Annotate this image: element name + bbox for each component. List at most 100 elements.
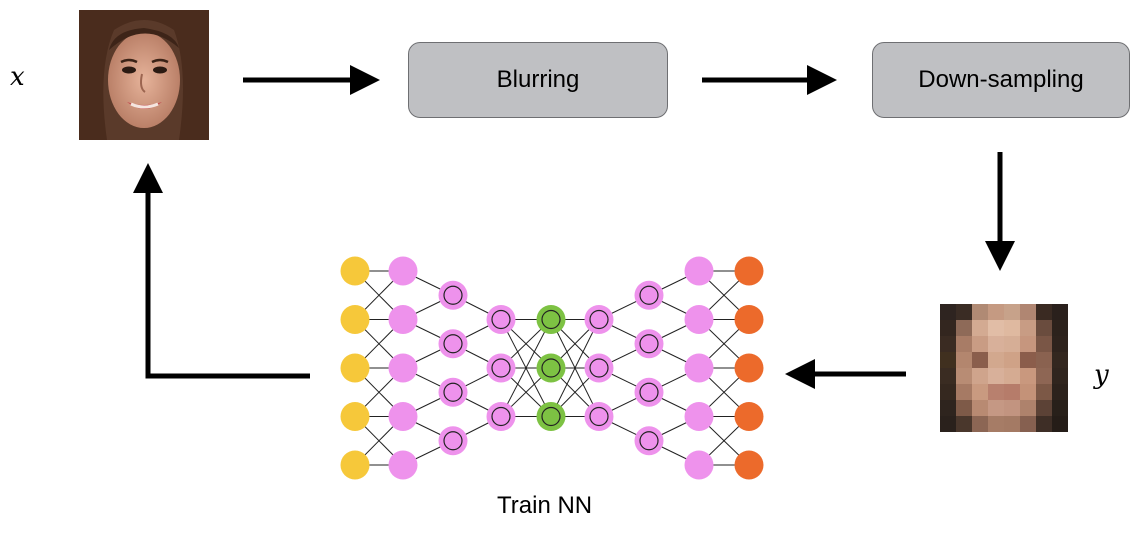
pixel-cell [1052, 304, 1068, 320]
pixel-cell [1052, 400, 1068, 416]
blurring-box: Blurring [408, 42, 668, 118]
nn-node-hidden [438, 280, 468, 310]
nn-edge [500, 319, 552, 417]
pixel-cell [1004, 400, 1020, 416]
pixel-cell [956, 384, 972, 400]
nn-node-input [340, 305, 370, 334]
pixel-cell [1052, 368, 1068, 384]
network-caption: Train NN [497, 492, 593, 519]
nn-node-input [340, 353, 370, 383]
nn-node-hidden [438, 329, 468, 359]
pixel-cell [1052, 336, 1068, 352]
pixel-cell [956, 352, 972, 368]
nn-node-hidden [634, 329, 664, 359]
nn-node-ring [443, 431, 463, 451]
pixel-cell [1052, 320, 1068, 336]
pixel-cell [988, 320, 1004, 336]
nn-node-output [734, 256, 764, 286]
pixel-cell [940, 416, 956, 432]
pixel-cell [1020, 416, 1036, 432]
nn-node-hidden [388, 402, 418, 431]
downsampling-label: Down-sampling [918, 66, 1084, 93]
pixel-cell [1036, 368, 1052, 384]
nn-edge [550, 319, 600, 417]
nn-node-ring [541, 358, 561, 378]
pixel-cell [972, 352, 988, 368]
nn-node-ring [639, 334, 659, 354]
pixel-cell [1036, 320, 1052, 336]
nn-node-hidden [584, 305, 614, 334]
nn-node-output [734, 450, 764, 480]
pixel-cell [1052, 416, 1068, 432]
nn-node-bottleneck [536, 305, 566, 334]
pixel-cell [1036, 336, 1052, 352]
pixel-cell [1020, 320, 1036, 336]
nn-node-output [734, 353, 764, 383]
nn-node-hidden [486, 353, 516, 383]
nn-node-hidden [584, 353, 614, 383]
pixel-cell [988, 336, 1004, 352]
nn-node-input [340, 256, 370, 286]
pixel-cell [956, 336, 972, 352]
pixel-cell [988, 352, 1004, 368]
pixel-cell [1020, 384, 1036, 400]
nn-node-ring [589, 358, 609, 378]
nn-node-hidden [486, 402, 516, 431]
nn-node-ring [639, 285, 659, 305]
x-label: x [10, 62, 25, 92]
pixel-cell [1036, 352, 1052, 368]
pixel-cell [1036, 400, 1052, 416]
pixel-cell [972, 368, 988, 384]
pixel-cell [972, 304, 988, 320]
pixel-cell [1036, 416, 1052, 432]
nn-node-ring [443, 285, 463, 305]
pixel-cell [988, 304, 1004, 320]
nn-node-hidden [388, 450, 418, 480]
arrow-network-to-x [133, 163, 310, 379]
nn-node-output [734, 305, 764, 334]
pixel-cell [1004, 320, 1020, 336]
pixel-cell [1004, 368, 1020, 384]
nn-node-ring [639, 382, 659, 402]
pixel-cell [1036, 304, 1052, 320]
pixel-cell [972, 416, 988, 432]
nn-node-input [340, 450, 370, 480]
nn-node-hidden [684, 305, 714, 334]
nn-node-hidden [438, 426, 468, 456]
nn-node-ring [443, 334, 463, 354]
nn-node-hidden [438, 377, 468, 407]
pixel-cell [972, 320, 988, 336]
pixel-cell [1004, 352, 1020, 368]
nn-node-bottleneck [536, 353, 566, 383]
blurring-label: Blurring [496, 66, 580, 93]
nn-node-hidden [634, 377, 664, 407]
nn-node-hidden [388, 353, 418, 383]
downsampling-box: Down-sampling [872, 42, 1130, 118]
nn-node-ring [491, 358, 511, 378]
pixel-cell [956, 400, 972, 416]
pixel-cell [1020, 400, 1036, 416]
pixel-cell [956, 368, 972, 384]
nn-node-ring [491, 309, 511, 330]
pixel-cell [1004, 304, 1020, 320]
nn-node-hidden [388, 305, 418, 334]
nn-node-bottleneck [536, 402, 566, 431]
nn-node-input [340, 402, 370, 431]
pixel-cell [956, 416, 972, 432]
nn-node-hidden [684, 402, 714, 431]
pixel-cell [972, 400, 988, 416]
pixel-cell [940, 400, 956, 416]
nn-node-ring [541, 309, 561, 330]
nn-node-hidden [634, 426, 664, 456]
pixel-cell [972, 336, 988, 352]
nn-node-hidden [684, 450, 714, 480]
nn-node-ring [443, 382, 463, 402]
pixel-cell [940, 352, 956, 368]
pixel-cell [1052, 384, 1068, 400]
nn-node-ring [541, 406, 561, 427]
pixel-cell [1020, 336, 1036, 352]
pixel-cell [1020, 304, 1036, 320]
y-label: y [1094, 360, 1109, 390]
nn-node-hidden [388, 256, 418, 286]
